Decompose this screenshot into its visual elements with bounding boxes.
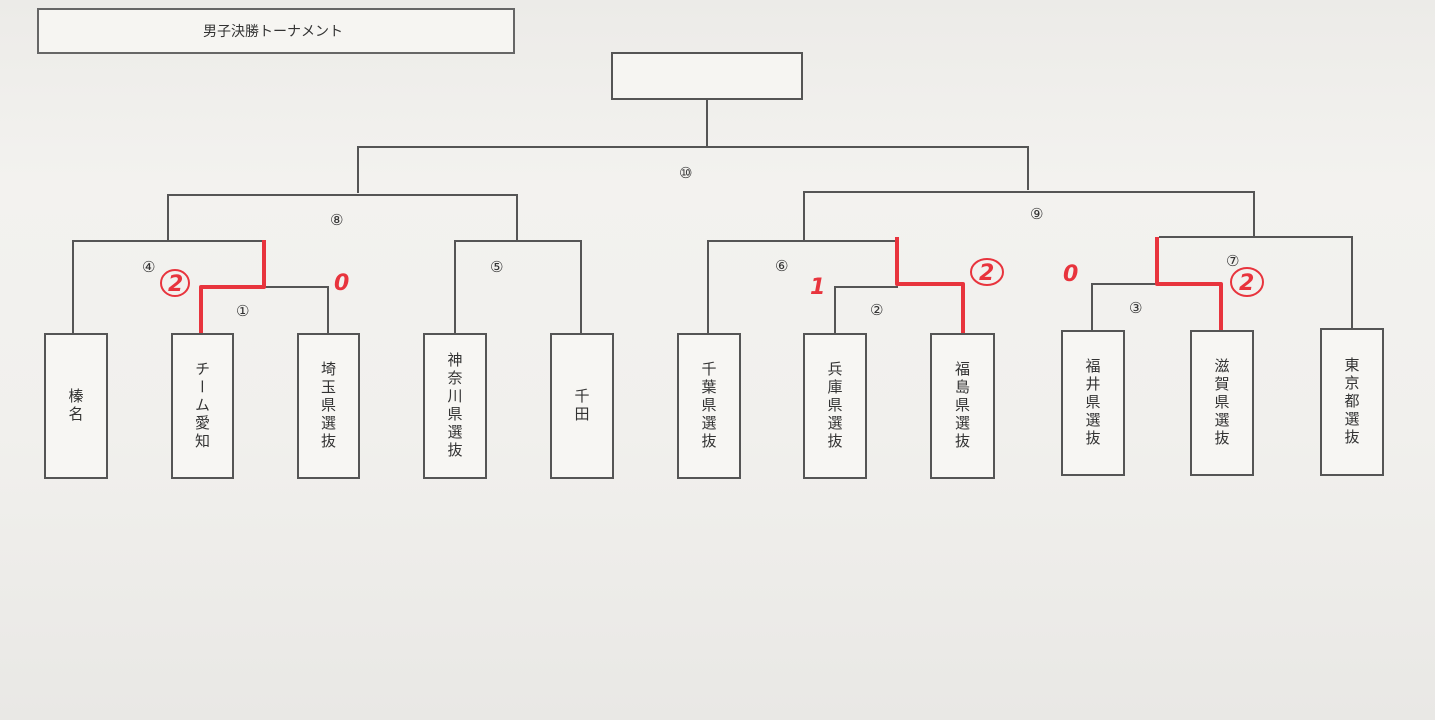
score-circle-shiga (1230, 267, 1264, 297)
team-name-tokyo: 東京都選抜 (1342, 357, 1361, 447)
team-box-hyogo: 兵庫県選抜 (803, 333, 867, 479)
score-hyogo: 1 (810, 275, 825, 300)
line-semi-9 (803, 191, 1255, 240)
winner-line-shiga (1155, 237, 1223, 330)
team-box-fukui: 福井県選抜 (1061, 330, 1125, 476)
team-name-aichi: チーム愛知 (193, 361, 211, 451)
match-number-9: ⑨ (1030, 205, 1043, 223)
team-box-chida: 千田 (550, 333, 614, 479)
team-box-kanagawa: 神奈川県選抜 (423, 333, 487, 479)
champion-box (611, 52, 803, 100)
tournament-title: 男子決勝トーナメント (203, 24, 343, 40)
line-match-4 (72, 240, 262, 333)
team-name-chida: 千田 (572, 388, 591, 424)
score-saitama: 0 (334, 271, 349, 296)
team-name-shiga: 滋賀県選抜 (1212, 358, 1231, 448)
match-number-2: ② (870, 301, 883, 319)
line-match-3 (1091, 283, 1157, 330)
line-match-6 (707, 240, 896, 333)
team-box-saitama: 埼玉県選抜 (297, 333, 360, 479)
match-number-5: ⑤ (490, 258, 503, 276)
team-box-aichi: チーム愛知 (171, 333, 234, 479)
team-name-fukui: 福井県選抜 (1083, 358, 1102, 448)
match-number-6: ⑥ (775, 257, 788, 275)
tournament-title-box: 男子決勝トーナメント (37, 8, 515, 54)
team-name-haruna: 榛名 (66, 388, 85, 424)
line-match-7 (1159, 236, 1353, 330)
line-semi-8 (167, 194, 518, 240)
team-name-fukushima: 福島県選抜 (953, 361, 971, 451)
match-number-3: ③ (1129, 299, 1142, 317)
score-fukui: 0 (1063, 262, 1078, 287)
winner-line-aichi (199, 240, 266, 333)
score-circle-aichi (160, 269, 190, 297)
line-match-5 (454, 240, 582, 333)
score-circle-fukushima (970, 258, 1004, 286)
team-box-chiba: 千葉県選抜 (677, 333, 741, 479)
score-aichi: 2 (168, 272, 183, 297)
match-number-1: ① (236, 302, 249, 320)
winner-line-fukushima (895, 237, 965, 333)
line-final (357, 146, 1029, 193)
match-number-7: ⑦ (1226, 252, 1239, 270)
team-name-hyogo: 兵庫県選抜 (825, 361, 844, 451)
team-box-tokyo: 東京都選抜 (1320, 328, 1384, 476)
match-number-10: ⑩ (679, 164, 692, 182)
match-number-8: ⑧ (330, 211, 343, 229)
match-number-4: ④ (142, 258, 155, 276)
team-name-chiba: 千葉県選抜 (699, 361, 718, 451)
team-box-fukushima: 福島県選抜 (930, 333, 995, 479)
score-fukushima: 2 (979, 261, 994, 286)
team-name-saitama: 埼玉県選抜 (319, 361, 337, 451)
team-name-kanagawa: 神奈川県選抜 (445, 352, 464, 460)
team-box-shiga: 滋賀県選抜 (1190, 330, 1254, 476)
score-shiga: 2 (1239, 271, 1254, 296)
line-match-1 (264, 286, 329, 333)
line-match-2 (834, 286, 898, 333)
team-box-haruna: 榛名 (44, 333, 108, 479)
